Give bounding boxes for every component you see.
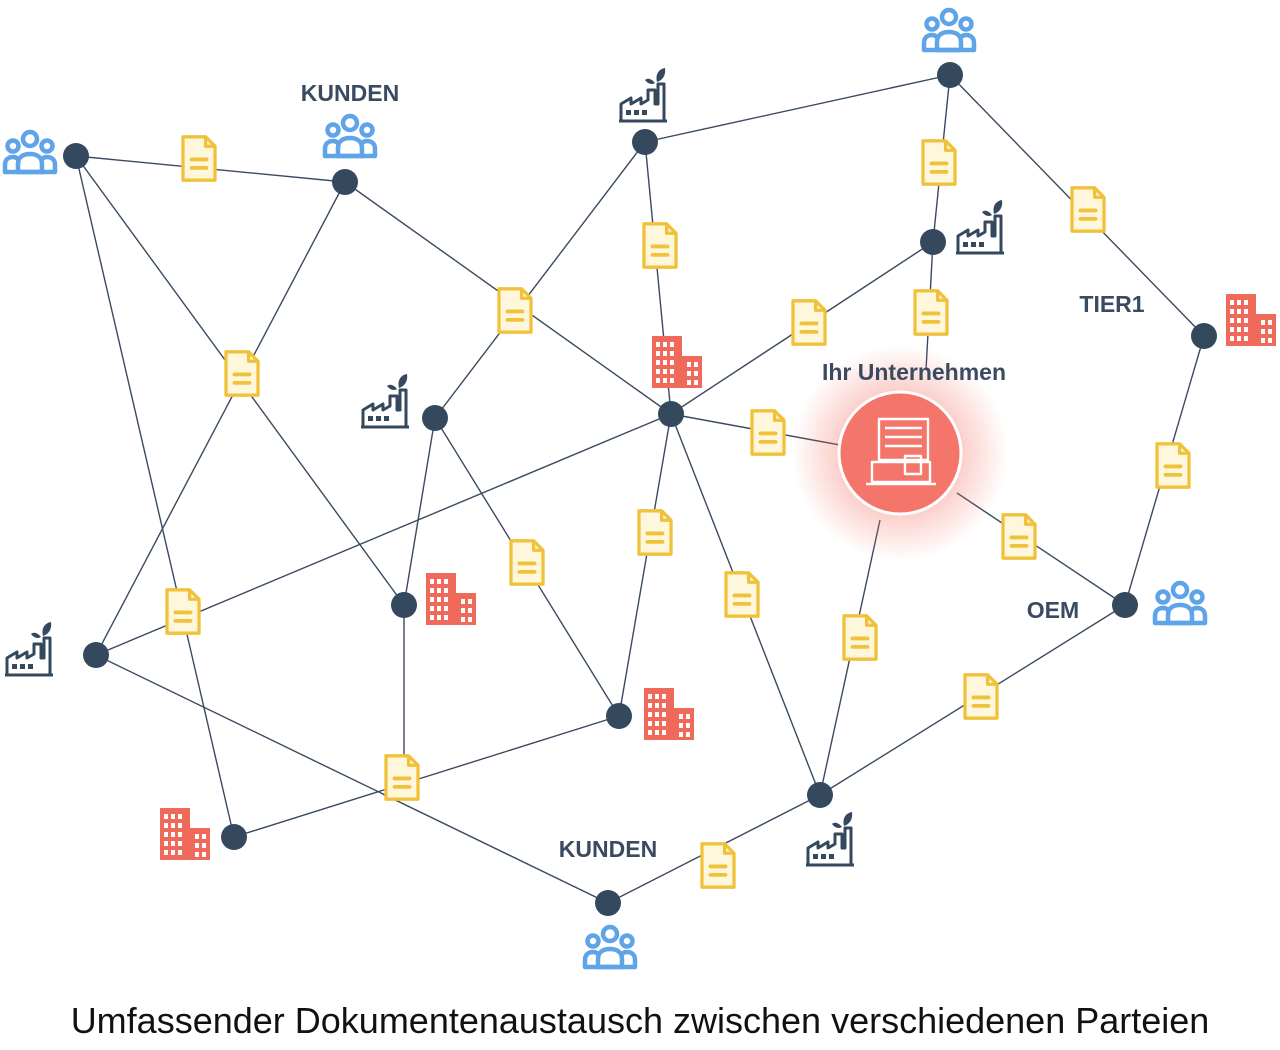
connection-lines bbox=[75, 74, 1205, 904]
network-node[interactable] bbox=[595, 890, 621, 916]
office-building-icon bbox=[426, 573, 476, 625]
document-icon[interactable] bbox=[384, 753, 420, 802]
document-icon[interactable] bbox=[224, 349, 260, 398]
diagram-caption: Umfassender Dokumentenaustausch zwischen… bbox=[70, 1000, 1210, 1041]
network-node[interactable] bbox=[422, 405, 448, 431]
network-node[interactable] bbox=[391, 592, 417, 618]
network-node[interactable] bbox=[937, 62, 963, 88]
document-icon[interactable] bbox=[700, 841, 736, 890]
factory-icon bbox=[805, 810, 855, 867]
document-icon[interactable] bbox=[791, 298, 827, 347]
office-building-icon bbox=[644, 688, 694, 740]
network-node[interactable] bbox=[63, 143, 89, 169]
document-icon[interactable] bbox=[750, 408, 786, 457]
label-ihr-unternehmen: Ihr Unternehmen bbox=[822, 359, 1006, 385]
office-building-icon bbox=[1226, 294, 1276, 346]
document-icon[interactable] bbox=[165, 587, 201, 636]
label-kunden-bottom: KUNDEN bbox=[559, 836, 657, 862]
document-icons bbox=[165, 134, 1191, 890]
document-icon[interactable] bbox=[637, 508, 673, 557]
document-icon[interactable] bbox=[497, 286, 533, 335]
network-node[interactable] bbox=[658, 401, 684, 427]
document-icon[interactable] bbox=[913, 288, 949, 337]
factory-icon bbox=[618, 66, 668, 123]
company-building-icon bbox=[866, 417, 936, 486]
network-node[interactable] bbox=[332, 169, 358, 195]
people-group-icon bbox=[5, 132, 55, 172]
network-diagram: KUNDEN Ihr Unternehmen TIER1 OEM KUNDEN bbox=[0, 0, 1276, 1000]
label-kunden-top: KUNDEN bbox=[301, 80, 399, 106]
network-node[interactable] bbox=[807, 782, 833, 808]
factory-icon bbox=[4, 620, 54, 677]
people-group-icon bbox=[585, 927, 635, 967]
network-node[interactable] bbox=[1112, 592, 1138, 618]
document-icon[interactable] bbox=[724, 570, 760, 619]
network-node[interactable] bbox=[920, 229, 946, 255]
network-node[interactable] bbox=[221, 824, 247, 850]
office-buildings bbox=[160, 294, 1276, 860]
document-icon[interactable] bbox=[921, 138, 957, 187]
document-icon[interactable] bbox=[963, 672, 999, 721]
people-group-icon bbox=[325, 116, 375, 156]
office-building-icon bbox=[652, 336, 702, 388]
document-icon[interactable] bbox=[1155, 441, 1191, 490]
document-icon[interactable] bbox=[509, 538, 545, 587]
factory-icon bbox=[360, 372, 410, 429]
office-building-icon bbox=[160, 808, 210, 860]
label-tier1: TIER1 bbox=[1079, 291, 1144, 317]
network-node[interactable] bbox=[1191, 323, 1217, 349]
document-icon[interactable] bbox=[1070, 185, 1106, 234]
document-icon[interactable] bbox=[642, 221, 678, 270]
label-oem: OEM bbox=[1027, 597, 1079, 623]
document-icon[interactable] bbox=[181, 134, 217, 183]
network-node[interactable] bbox=[83, 642, 109, 668]
factory-icon bbox=[955, 198, 1005, 255]
network-nodes bbox=[63, 62, 1217, 916]
document-icon[interactable] bbox=[842, 613, 878, 662]
company-hub[interactable] bbox=[837, 390, 963, 516]
network-node[interactable] bbox=[606, 703, 632, 729]
people-group-icon bbox=[1155, 583, 1205, 623]
network-node[interactable] bbox=[632, 129, 658, 155]
document-icon[interactable] bbox=[1001, 512, 1037, 561]
people-group-icon bbox=[924, 10, 974, 50]
